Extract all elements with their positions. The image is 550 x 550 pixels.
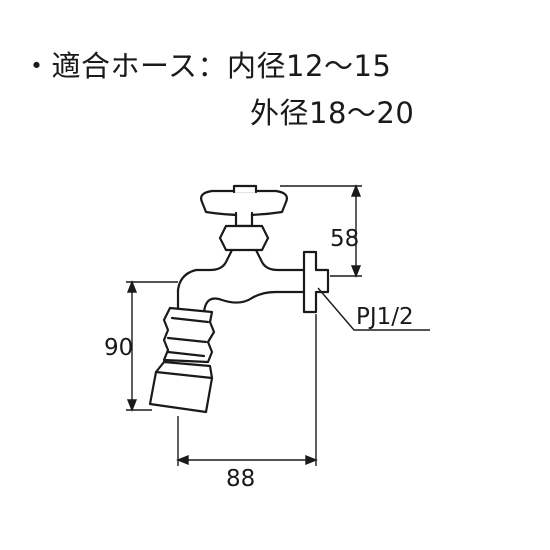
- dimension-lines: [126, 184, 430, 466]
- hose-spec-inner-diameter: ・適合ホース：内径12～15: [22, 49, 392, 83]
- thread-label: PJ1/2: [356, 304, 414, 330]
- faucet-handle: [200, 184, 288, 228]
- faucet-body: [176, 248, 306, 292]
- hose-spec-outer-diameter: 外径18～20: [250, 96, 415, 130]
- dimension-width: 88: [226, 466, 255, 492]
- dimension-height-total: 90: [104, 335, 133, 361]
- dimension-height-top: 58: [330, 226, 359, 252]
- faucet-spout: [176, 288, 306, 314]
- hose-adapter-lower: [148, 370, 214, 414]
- pipe-connector: [302, 250, 330, 314]
- faucet-bonnet: [218, 224, 270, 252]
